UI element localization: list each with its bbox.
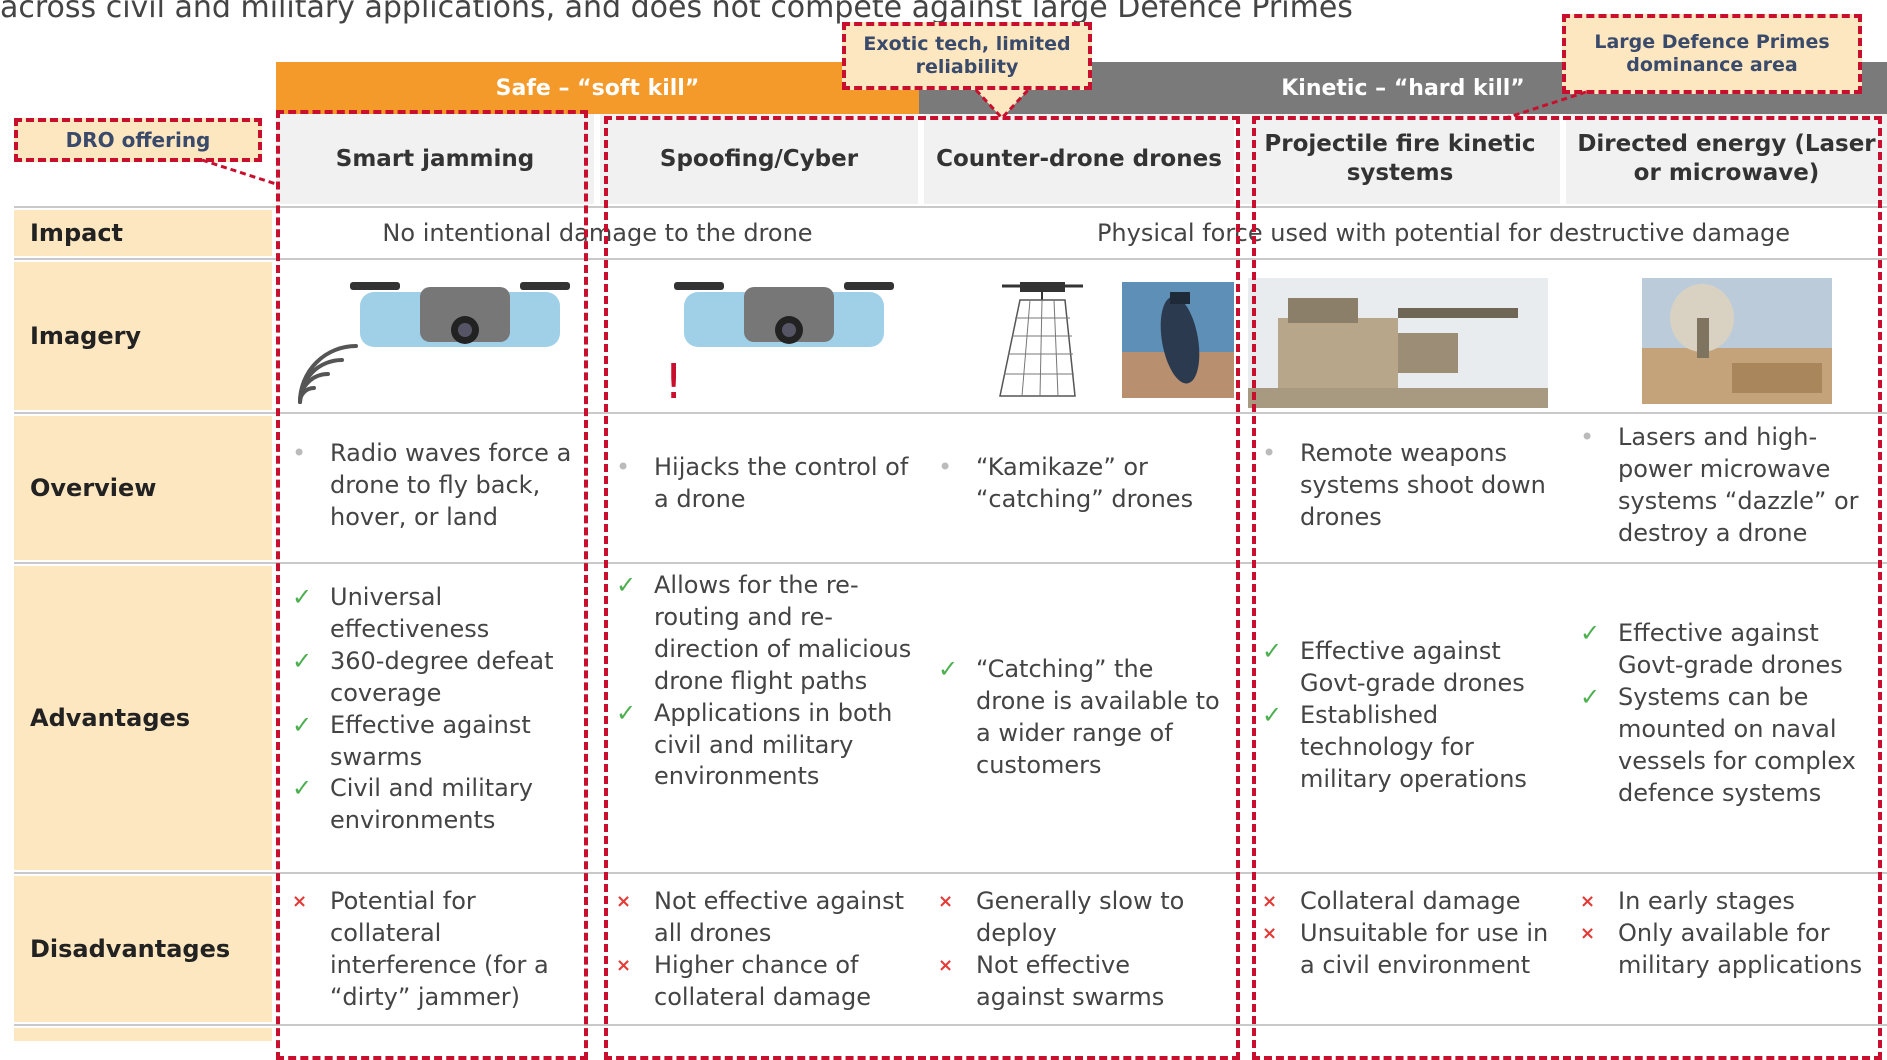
- dro-offering-callout: DRO offering: [14, 118, 262, 162]
- check-icon: ✓: [292, 583, 313, 611]
- row-label-overview: Overview: [14, 416, 272, 560]
- drone-spoofing-image: [674, 282, 894, 347]
- alert-icon: !: [664, 354, 684, 410]
- cross-icon: ×: [1262, 922, 1278, 944]
- dro-offering-outline: [276, 110, 588, 1060]
- bullet-icon: •: [1580, 423, 1595, 451]
- cross-icon: ×: [1580, 922, 1596, 944]
- column-header-directed-energy: Directed energy (Laser or microwave): [1566, 114, 1887, 204]
- overview-spoofing: •Hijacks the control of a drone: [616, 453, 909, 513]
- kamikaze-drone-image: [1122, 282, 1234, 398]
- check-icon: ✓: [1262, 700, 1283, 729]
- check-icon: ✓: [292, 646, 313, 675]
- advantages-smart-jamming: ✓Universal effectiveness ✓360-degree def…: [292, 583, 554, 835]
- advantages-projectile: ✓Effective against Govt-grade drones ✓Es…: [1262, 637, 1527, 793]
- check-icon: ✓: [616, 571, 637, 599]
- disadvantages-spoofing: ×Not effective against all drones ×Highe…: [616, 887, 905, 1011]
- check-icon: ✓: [1262, 637, 1283, 665]
- cross-icon: ×: [292, 891, 308, 912]
- disadvantages-directed-energy: ×In early stages ×Only available for mil…: [1580, 887, 1863, 979]
- cross-icon: ×: [938, 891, 954, 912]
- row-divider: [14, 562, 1887, 564]
- soft-kill-band: Safe – “soft kill”: [276, 62, 919, 114]
- row-divider: [14, 1024, 1887, 1026]
- column-header-smart-jamming: Smart jamming: [276, 114, 594, 204]
- impact-soft-text: No intentional damage to the drone: [382, 219, 813, 247]
- row-label-impact: Impact: [14, 210, 272, 256]
- check-icon: ✓: [1580, 682, 1601, 711]
- row-divider: [14, 412, 1887, 414]
- overview-smart-jamming: •Radio waves force a drone to fly back, …: [292, 439, 572, 531]
- cross-icon: ×: [616, 891, 632, 912]
- bullet-icon: •: [1262, 439, 1277, 467]
- disadvantages-counter-drone: ×Generally slow to deploy ×Not effective…: [938, 887, 1185, 1011]
- cross-icon: ×: [1580, 891, 1596, 912]
- overview-projectile: •Remote weapons systems shoot down drone…: [1262, 439, 1546, 531]
- disadvantages-projectile: ×Collateral damage ×Unsuitable for use i…: [1262, 887, 1549, 979]
- check-icon: ✓: [938, 655, 959, 683]
- defence-primes-callout: Large Defence Primes dominance area: [1562, 14, 1862, 94]
- advantages-spoofing: ✓Allows for the re-routing and re-direct…: [616, 571, 912, 791]
- bullet-icon: •: [616, 453, 631, 481]
- callout-pointer: [1505, 90, 1587, 120]
- cross-icon: ×: [938, 954, 954, 976]
- column-header-projectile: Projectile fire kinetic systems: [1240, 114, 1560, 204]
- row-divider: [14, 258, 1887, 260]
- column-header-spoofing: Spoofing/Cyber: [600, 114, 918, 204]
- advantages-directed-energy: ✓Effective against Govt-grade drones ✓Sy…: [1580, 619, 1856, 807]
- check-icon: ✓: [292, 710, 313, 739]
- bullet-icon: •: [938, 453, 953, 481]
- check-icon: ✓: [616, 698, 637, 727]
- check-icon: ✓: [292, 774, 313, 803]
- exotic-tech-outline: [604, 116, 1240, 1060]
- cross-icon: ×: [1262, 891, 1278, 912]
- row-divider: [14, 872, 1887, 874]
- overview-counter-drone: •“Kamikaze” or “catching” drones: [938, 453, 1194, 513]
- row-label-advantages: Advantages: [14, 566, 272, 870]
- exotic-tech-callout: Exotic tech, limited reliability: [842, 22, 1092, 90]
- callout-pointer: [201, 158, 277, 186]
- cross-icon: ×: [616, 954, 632, 976]
- column-header-counter-drone: Counter-drone drones: [924, 114, 1234, 204]
- drone-jamming-image: [298, 282, 570, 404]
- callout-pointer: [974, 88, 1030, 121]
- advantages-counter-drone: ✓“Catching” the drone is available to a …: [938, 655, 1220, 779]
- row-label-disadvantages: Disadvantages: [14, 876, 272, 1022]
- defence-primes-outline: [1252, 116, 1882, 1060]
- bullet-icon: •: [292, 439, 307, 467]
- row-label-next: [14, 1028, 272, 1041]
- row-divider: [14, 206, 1887, 208]
- net-drone-image: [999, 282, 1083, 397]
- intro-text: across civil and military applications, …: [0, 0, 1353, 25]
- projectile-weapon-image: [1248, 278, 1548, 408]
- row-label-imagery: Imagery: [14, 262, 272, 410]
- disadvantages-smart-jamming: ×Potential for collateral interference (…: [292, 887, 549, 1011]
- impact-hard-text: Physical force used with potential for d…: [1096, 219, 1791, 247]
- overview-directed-energy: •Lasers and high-power microwave systems…: [1580, 423, 1859, 547]
- check-icon: ✓: [1580, 619, 1601, 647]
- directed-energy-image: [1642, 278, 1832, 404]
